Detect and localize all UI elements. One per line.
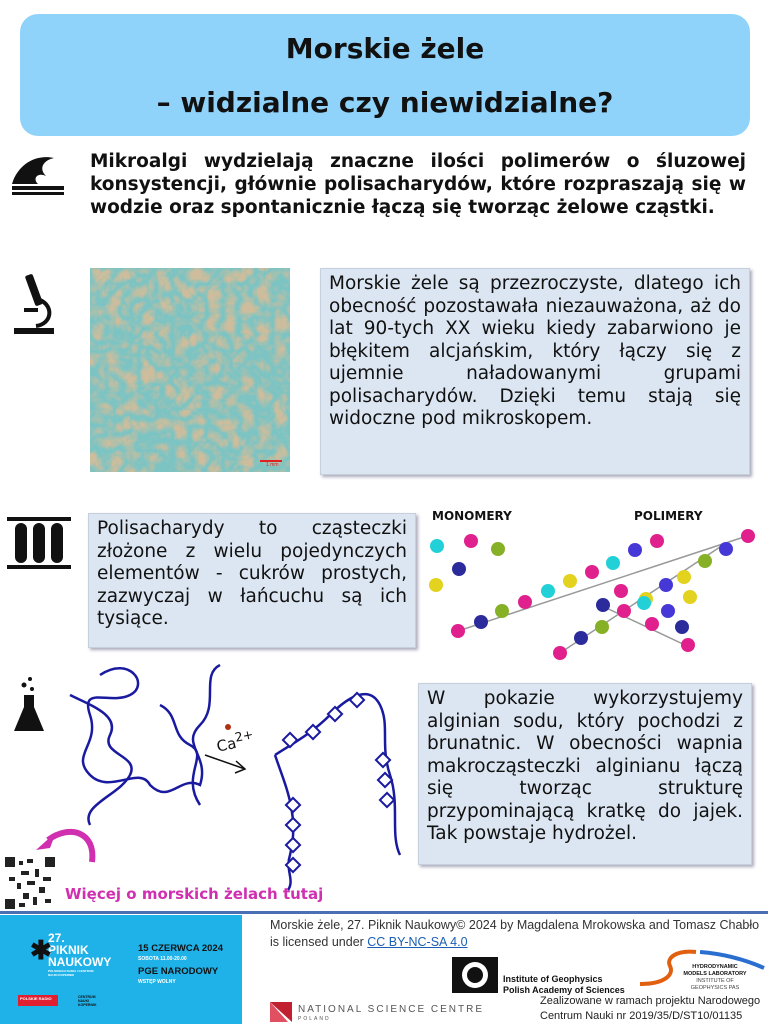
license-statement: Morskie żele, 27. Piknik Naukowy© 2024 b…	[270, 918, 760, 949]
festival-name-2: NAUKOWY	[48, 955, 112, 969]
monomers-label: MONOMERY	[432, 509, 512, 523]
qr-link-text[interactable]: Więcej o morskich żelach tutaj	[65, 885, 324, 903]
polskie-radio-logo: POLSKIE RADIO	[18, 995, 58, 1006]
hml-line-1: HYDRODYNAMIC	[692, 964, 738, 970]
piknik-naukowy-banner: 27. PIKNIK NAUKOWY POLSKIEGO RADIA I CEN…	[0, 915, 242, 1024]
cnk-logo: CENTRUM NAUKI KOPERNIK	[78, 995, 97, 1007]
license-text: Morskie żele, 27. Piknik Naukowy© 2024 b…	[270, 917, 765, 951]
monomer-polymer-diagram: MONOMERY POLIMERY	[420, 505, 768, 665]
ncn-logo-icon	[270, 1002, 292, 1022]
ncn-sub: POLAND	[298, 1016, 331, 1022]
igf-line-1: Institute of Geophysics	[503, 974, 603, 984]
flask-icon	[14, 677, 44, 731]
igf-logo	[452, 957, 498, 993]
festival-time: SOBOTA 11.00-20.00	[138, 956, 187, 962]
hml-line-2: MODELS LABORATORY	[683, 971, 747, 977]
curved-arrow-icon	[36, 829, 96, 863]
polymers-label: POLIMERY	[634, 509, 703, 523]
project-info: Zealizowane w ramach projektu Narodowego…	[540, 995, 761, 1022]
polysaccharide-text-box: Polisacharydy to cząsteczki złożone z wi…	[88, 513, 416, 648]
festival-entry: WSTĘP WOLNY	[138, 979, 176, 985]
alginate-text-box: W pokazie wykorzystujemy alginian sodu, …	[418, 683, 752, 865]
microscope-image: 1 mm	[90, 268, 290, 472]
footer-divider	[0, 911, 768, 914]
ncn-name: NATIONAL SCIENCE CENTRE	[298, 1004, 485, 1015]
hml-line-3: INSTITUTE OF GEOPHYSICS PAS	[690, 978, 740, 991]
microscope-icon	[14, 274, 54, 334]
molecule-dots	[429, 529, 755, 660]
hml-logo-icon	[639, 949, 765, 986]
wave-icon	[12, 157, 64, 195]
title-banner: Morskie żele – widzialne czy niewidzialn…	[20, 14, 750, 136]
test-tubes-icon	[7, 517, 71, 569]
alginate-illustration	[69, 663, 402, 891]
igf-line-2: Polish Academy of Sciences	[503, 985, 625, 995]
festival-figure-icon: ✱	[30, 935, 52, 965]
scale-bar-label: 1 mm	[266, 462, 279, 468]
license-link[interactable]: CC BY-NC-SA 4.0	[367, 935, 468, 949]
ion-charge: 2+	[233, 726, 255, 745]
title-line-2: – widzialne czy niewidzialne?	[156, 86, 614, 119]
title-line-1: Morskie żele	[285, 32, 485, 65]
intro-paragraph: Mikroalgi wydzielają znaczne ilości poli…	[90, 151, 746, 218]
qr-code[interactable]	[5, 857, 55, 909]
microscope-text-box: Morskie żele są przezroczyste, dlatego i…	[320, 268, 750, 475]
festival-subtitle: POLSKIEGO RADIA I CENTRUM NAUKI KOPERNIK	[48, 969, 94, 977]
festival-name-1: PIKNIK	[48, 943, 89, 957]
festival-date: 15 CZERWCA 2024	[138, 943, 224, 954]
festival-number: 27.	[48, 931, 65, 945]
festival-venue: PGE NARODOWY	[138, 966, 219, 977]
